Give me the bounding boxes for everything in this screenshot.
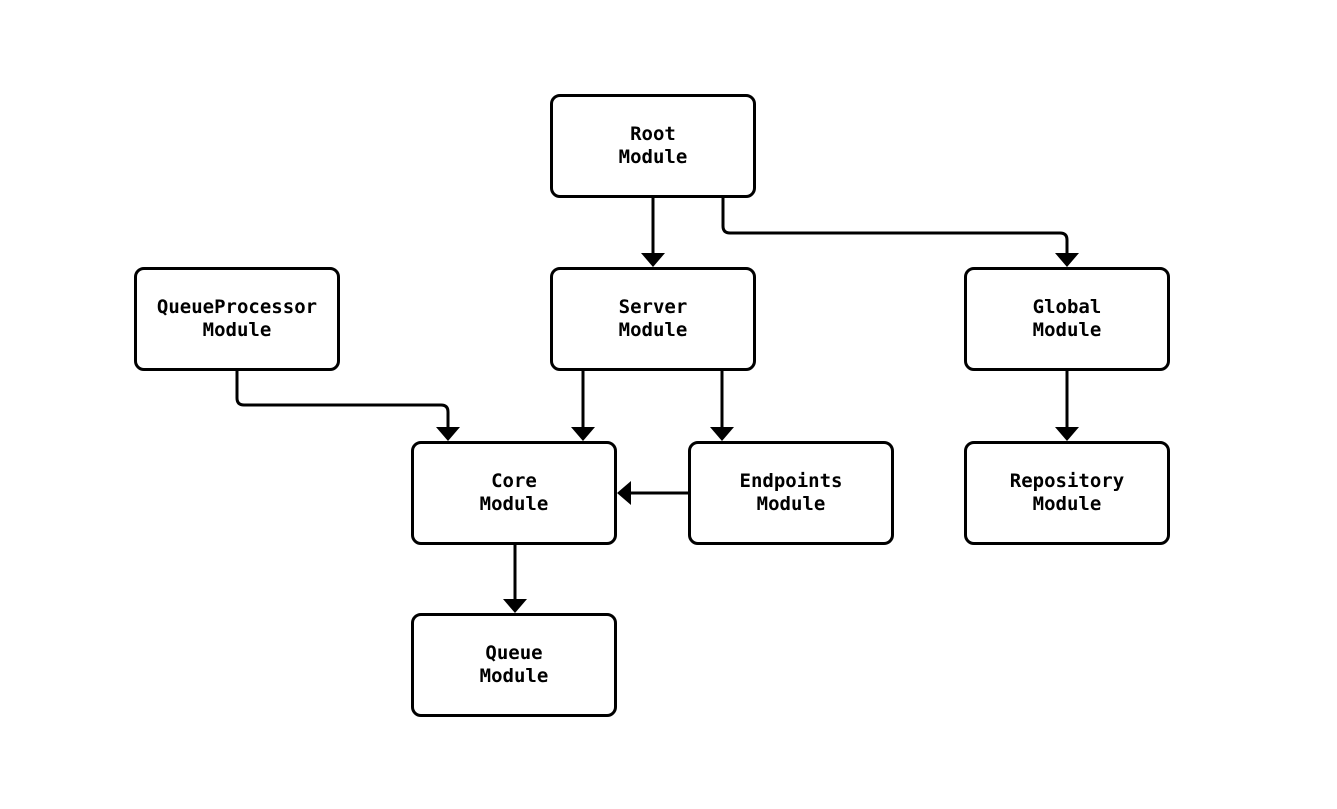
node-global-module: Global Module xyxy=(964,267,1170,371)
node-core-module-label: Core Module xyxy=(479,470,549,515)
node-repository-module: Repository Module xyxy=(964,441,1170,545)
edge-core-queue xyxy=(503,545,527,613)
node-root-module: Root Module xyxy=(550,94,756,198)
node-queue-module-label: Queue Module xyxy=(479,642,549,687)
node-queueprocessor-module: QueueProcessor Module xyxy=(134,267,340,371)
node-root-module-label: Root Module xyxy=(618,123,688,168)
node-queueprocessor-module-label: QueueProcessor Module xyxy=(156,296,318,341)
edge-global-repository xyxy=(1055,371,1079,441)
node-server-module: Server Module xyxy=(550,267,756,371)
node-endpoints-module: Endpoints Module xyxy=(688,441,894,545)
edge-server-endpoints xyxy=(710,371,734,441)
node-queue-module: Queue Module xyxy=(411,613,617,717)
node-endpoints-module-label: Endpoints Module xyxy=(739,470,843,515)
node-repository-module-label: Repository Module xyxy=(1009,470,1125,515)
edge-root-global xyxy=(721,198,1079,267)
edge-endpoints-core xyxy=(617,481,688,505)
edge-queueprocessor-core xyxy=(235,371,460,441)
node-global-module-label: Global Module xyxy=(1032,296,1102,341)
node-core-module: Core Module xyxy=(411,441,617,545)
node-server-module-label: Server Module xyxy=(618,296,688,341)
edge-server-core xyxy=(571,371,595,441)
edge-root-server xyxy=(641,198,665,267)
